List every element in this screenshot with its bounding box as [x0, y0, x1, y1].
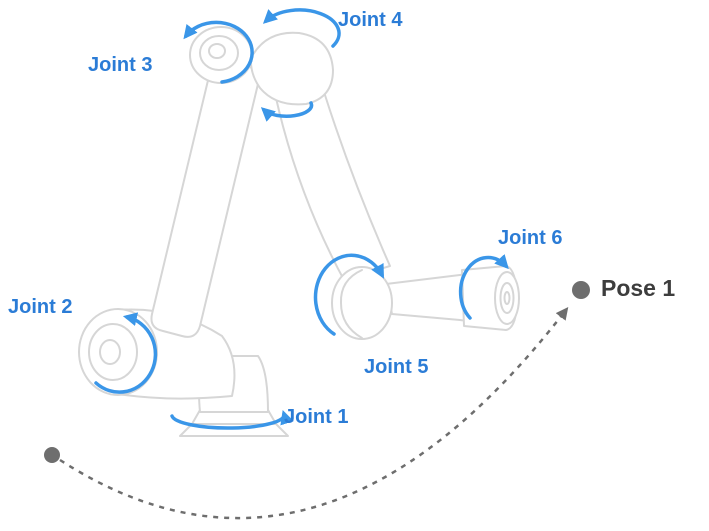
label-joint-6: Joint 6	[498, 227, 563, 249]
robot-wrist-cap-detail	[339, 269, 363, 339]
robot-shoulder-cap-hub	[99, 339, 121, 365]
robot-forearm	[275, 91, 391, 281]
label-joint-4: Joint 4	[338, 9, 403, 31]
robot-tool-flange-center	[503, 291, 511, 305]
motion-path	[59, 307, 569, 520]
robot-upper-arm	[150, 59, 260, 338]
robot-arm-illustration	[78, 26, 520, 437]
label-joint-2: Joint 2	[8, 296, 73, 318]
label-pose-1: Pose 1	[601, 275, 676, 301]
joint5-rotation-arrow	[313, 253, 384, 336]
label-joint-3: Joint 3	[88, 54, 153, 76]
robot-wrist-cap	[331, 266, 393, 340]
motion-path-group	[44, 281, 590, 520]
joint6-rotation-arrow	[458, 254, 509, 320]
label-joint-1: Joint 1	[284, 406, 349, 428]
joint4-rotation-arrow	[260, 8, 341, 122]
joint3-rotation-arrow	[183, 20, 254, 84]
label-joint-5: Joint 5	[364, 356, 429, 378]
joint2-rotation-arrow	[94, 312, 158, 394]
robot-joint3-cap-hub	[208, 43, 226, 59]
pose1-dot	[572, 281, 590, 299]
path-start-dot	[44, 447, 60, 463]
robot-joint4-housing	[249, 31, 334, 106]
joint1-rotation-arrow	[170, 410, 294, 430]
